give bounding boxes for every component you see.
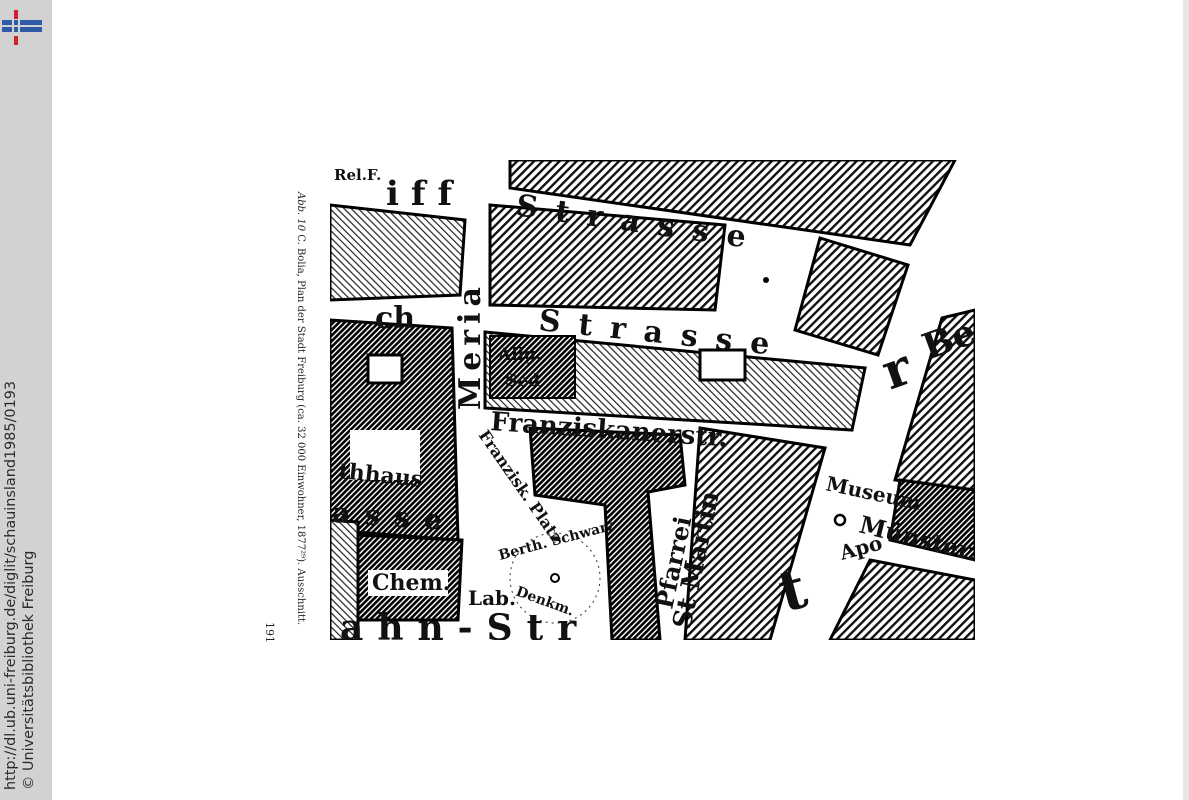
sidebar-url[interactable]: http://dl.ub.uni-freiburg.de/diglit/scha…	[3, 380, 19, 790]
label-iff: iff	[386, 174, 464, 214]
chem-label-box	[368, 570, 448, 596]
label-r: r	[874, 337, 920, 402]
ub-freiburg-logo-icon[interactable]	[0, 8, 46, 52]
figure-caption: Abb. 10 C. Bolia, Plan der Stadt Freibur…	[295, 192, 306, 625]
block-upper-right	[793, 236, 910, 357]
courtyard	[698, 348, 747, 382]
courtyard-left-2	[350, 430, 420, 480]
map-dot	[763, 277, 769, 283]
label-lab: Lab.	[468, 586, 516, 610]
page-number: 191	[263, 622, 276, 643]
label-chem: Chem.	[372, 570, 450, 596]
block-bottom-right	[828, 558, 975, 640]
label-relf: Rel.F.	[334, 166, 381, 184]
historic-city-map: Rel.F. iff Strasse Meria ch Strasse Be r…	[330, 160, 975, 640]
sidebar-text: http://dl.ub.uni-freiburg.de/diglit/scha…	[2, 381, 38, 790]
block-top-left	[330, 203, 467, 302]
label-ahnstr: ahn-Str	[340, 607, 590, 640]
label-sed: Sed	[505, 371, 540, 391]
block-allg-sed	[489, 335, 576, 399]
block-right-edge	[893, 308, 975, 492]
label-ch: ch	[375, 301, 415, 336]
block-pfarrei	[683, 426, 827, 640]
church-st-martin	[528, 426, 687, 640]
monument-marker	[550, 573, 560, 583]
block-top-strip	[508, 160, 957, 247]
label-allg: Allg.	[497, 345, 542, 365]
caption-text: C. Bolia, Plan der Stadt Freiburg (ca. 3…	[295, 234, 306, 626]
courtyard-left	[366, 353, 404, 385]
museum-marker	[833, 513, 847, 527]
monument-circle	[509, 532, 601, 624]
block-museum-dark	[888, 478, 975, 562]
caption-figure-number: Abb. 10	[295, 192, 306, 232]
block-left-bottom	[330, 518, 360, 640]
label-meria: Meria	[453, 281, 488, 410]
sidebar-copyright: © Universitätsbibliothek Freiburg	[21, 550, 37, 790]
page-scroll-edge[interactable]	[1183, 0, 1189, 800]
block-upper-middle	[488, 203, 727, 312]
viewer-sidebar: http://dl.ub.uni-freiburg.de/diglit/scha…	[0, 0, 52, 800]
map-drawing: Rel.F. iff Strasse Meria ch Strasse Be r…	[330, 160, 975, 640]
